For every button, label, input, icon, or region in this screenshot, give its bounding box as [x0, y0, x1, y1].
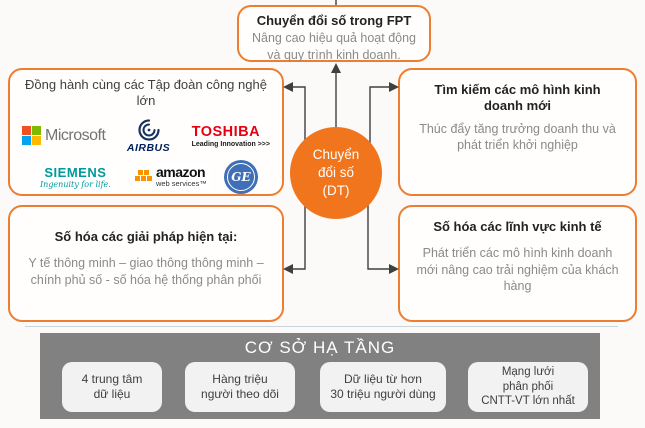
partners-logo-row-2: SIEMENS Ingenuity for life. amazon web s…: [20, 159, 272, 194]
amazon-wordmark: amazon: [155, 164, 206, 181]
circle-line-3: (DT): [322, 183, 350, 199]
infra-item-followers: Hàng triệu người theo dõi: [185, 362, 295, 412]
airbus-swirl-icon: [137, 118, 160, 141]
new-models-title: Tìm kiếm các mô hình kinh doanh mới: [434, 82, 601, 114]
new-business-models-box: Tìm kiếm các mô hình kinh doanh mới Thúc…: [398, 68, 637, 196]
amazon-web-services-logo: amazon web services™: [129, 163, 211, 190]
economy-body: Phát triển các mô hình kinh doanh mới nâ…: [416, 246, 619, 293]
infrastructure-title: CƠ SỞ HẠ TẦNG: [244, 338, 396, 357]
partners-box: Đồng hành cùng các Tập đoàn công nghệ lớ…: [8, 68, 284, 196]
new-models-body: Thúc đẩy tăng trưởng doanh thu và phát t…: [419, 121, 616, 152]
microsoft-logo: Microsoft: [22, 126, 106, 145]
airbus-logo: AIRBUS: [127, 118, 170, 154]
infra-item-user-data: Dữ liệu từ hơn 30 triệu người dùng: [320, 362, 446, 412]
current-solutions-box: Số hóa các giải pháp hiện tại: Y tế thôn…: [8, 205, 284, 322]
fpt-box-body: Nâng cao hiệu quả hoạt động và quy trình…: [251, 31, 417, 62]
toshiba-wordmark: TOSHIBA: [191, 123, 261, 140]
infra-item-data-centers: 4 trung tâm dữ liệu: [62, 362, 162, 412]
fpt-box-title: Chuyển đổi số trong FPT: [256, 13, 412, 28]
digital-transformation-circle: Chuyển đổi số (DT): [290, 127, 382, 219]
toshiba-tagline: Leading Innovation >>>: [191, 140, 270, 148]
ge-logo: GE: [223, 159, 258, 194]
infra-item-distribution-network: Mạng lưới phân phối CNTT-VT lớn nhất: [468, 362, 588, 412]
infrastructure-section: CƠ SỞ HẠ TẦNG 4 trung tâm dữ liệu Hàng t…: [40, 333, 600, 419]
microsoft-squares-icon: [22, 126, 41, 145]
amazon-wordmark-group: amazon web services™: [156, 165, 207, 188]
ge-ring-icon: GE: [226, 162, 255, 191]
toshiba-logo: TOSHIBA Leading Innovation >>>: [192, 124, 270, 148]
digitized-economy-box: Số hóa các lĩnh vực kinh tế Phát triển c…: [398, 205, 637, 322]
amazon-web-services-tagline: web services™: [155, 179, 207, 189]
ge-monogram: GE: [231, 169, 251, 184]
siemens-tagline: Ingenuity for life.: [40, 179, 111, 189]
partners-box-title: Đồng hành cùng các Tập đoàn công nghệ lớ…: [25, 77, 267, 109]
partners-logo-row-1: Microsoft AIRBUS TOSHIBA Leading Innovat…: [20, 118, 272, 154]
circle-line-1: Chuyển: [312, 146, 360, 162]
airbus-wordmark: AIRBUS: [126, 141, 171, 154]
siemens-wordmark: SIEMENS: [44, 164, 107, 180]
fpt-transformation-box: Chuyển đổi số trong FPT Nâng cao hiệu qu…: [237, 5, 431, 62]
circle-line-2: đổi số: [317, 164, 355, 180]
siemens-logo: SIEMENS Ingenuity for life.: [34, 162, 117, 191]
divider-line: [25, 326, 618, 327]
current-solutions-body: Y tế thông minh – giao thông thông minh …: [28, 256, 264, 287]
current-solutions-title: Số hóa các giải pháp hiện tại:: [54, 229, 238, 244]
amazon-cubes-icon: [134, 169, 152, 181]
microsoft-wordmark: Microsoft: [45, 126, 106, 144]
economy-title: Số hóa các lĩnh vực kinh tế: [433, 219, 602, 234]
